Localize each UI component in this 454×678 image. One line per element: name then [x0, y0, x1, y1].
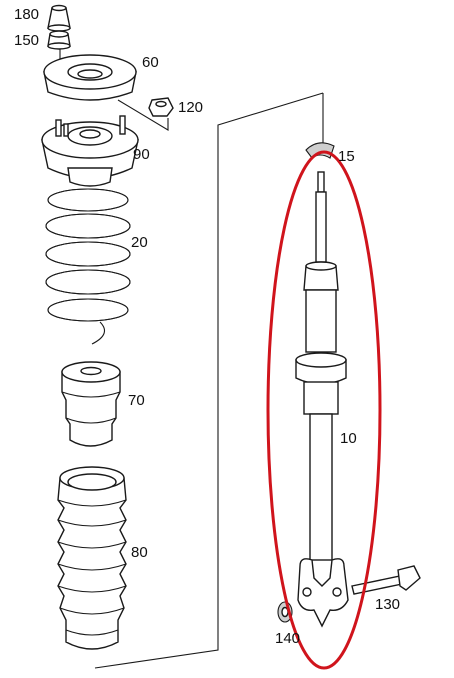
part-180-bump-cap [47, 4, 71, 32]
label-15: 15 [338, 148, 355, 165]
part-15-clip [305, 142, 335, 159]
part-60-upper-mount [43, 54, 137, 101]
part-10-shock-absorber [295, 171, 349, 628]
label-180: 180 [14, 6, 39, 23]
label-140: 140 [275, 630, 300, 647]
label-80: 80 [131, 544, 148, 561]
label-120: 120 [178, 99, 203, 116]
part-130-bolt [351, 565, 421, 595]
label-70: 70 [128, 392, 145, 409]
part-20-coil-spring [45, 188, 131, 345]
highlight-ellipse [266, 150, 382, 670]
part-120-nut [148, 97, 174, 117]
part-70-bump-stop [61, 361, 121, 447]
label-10: 10 [340, 430, 357, 447]
label-60: 60 [142, 54, 159, 71]
label-150: 150 [14, 32, 39, 49]
part-90-spring-seat [41, 115, 139, 187]
label-90: 90 [133, 146, 150, 163]
part-150-nut [47, 30, 71, 50]
label-130: 130 [375, 596, 400, 613]
part-80-dust-boot [57, 466, 127, 650]
label-20: 20 [131, 234, 148, 251]
